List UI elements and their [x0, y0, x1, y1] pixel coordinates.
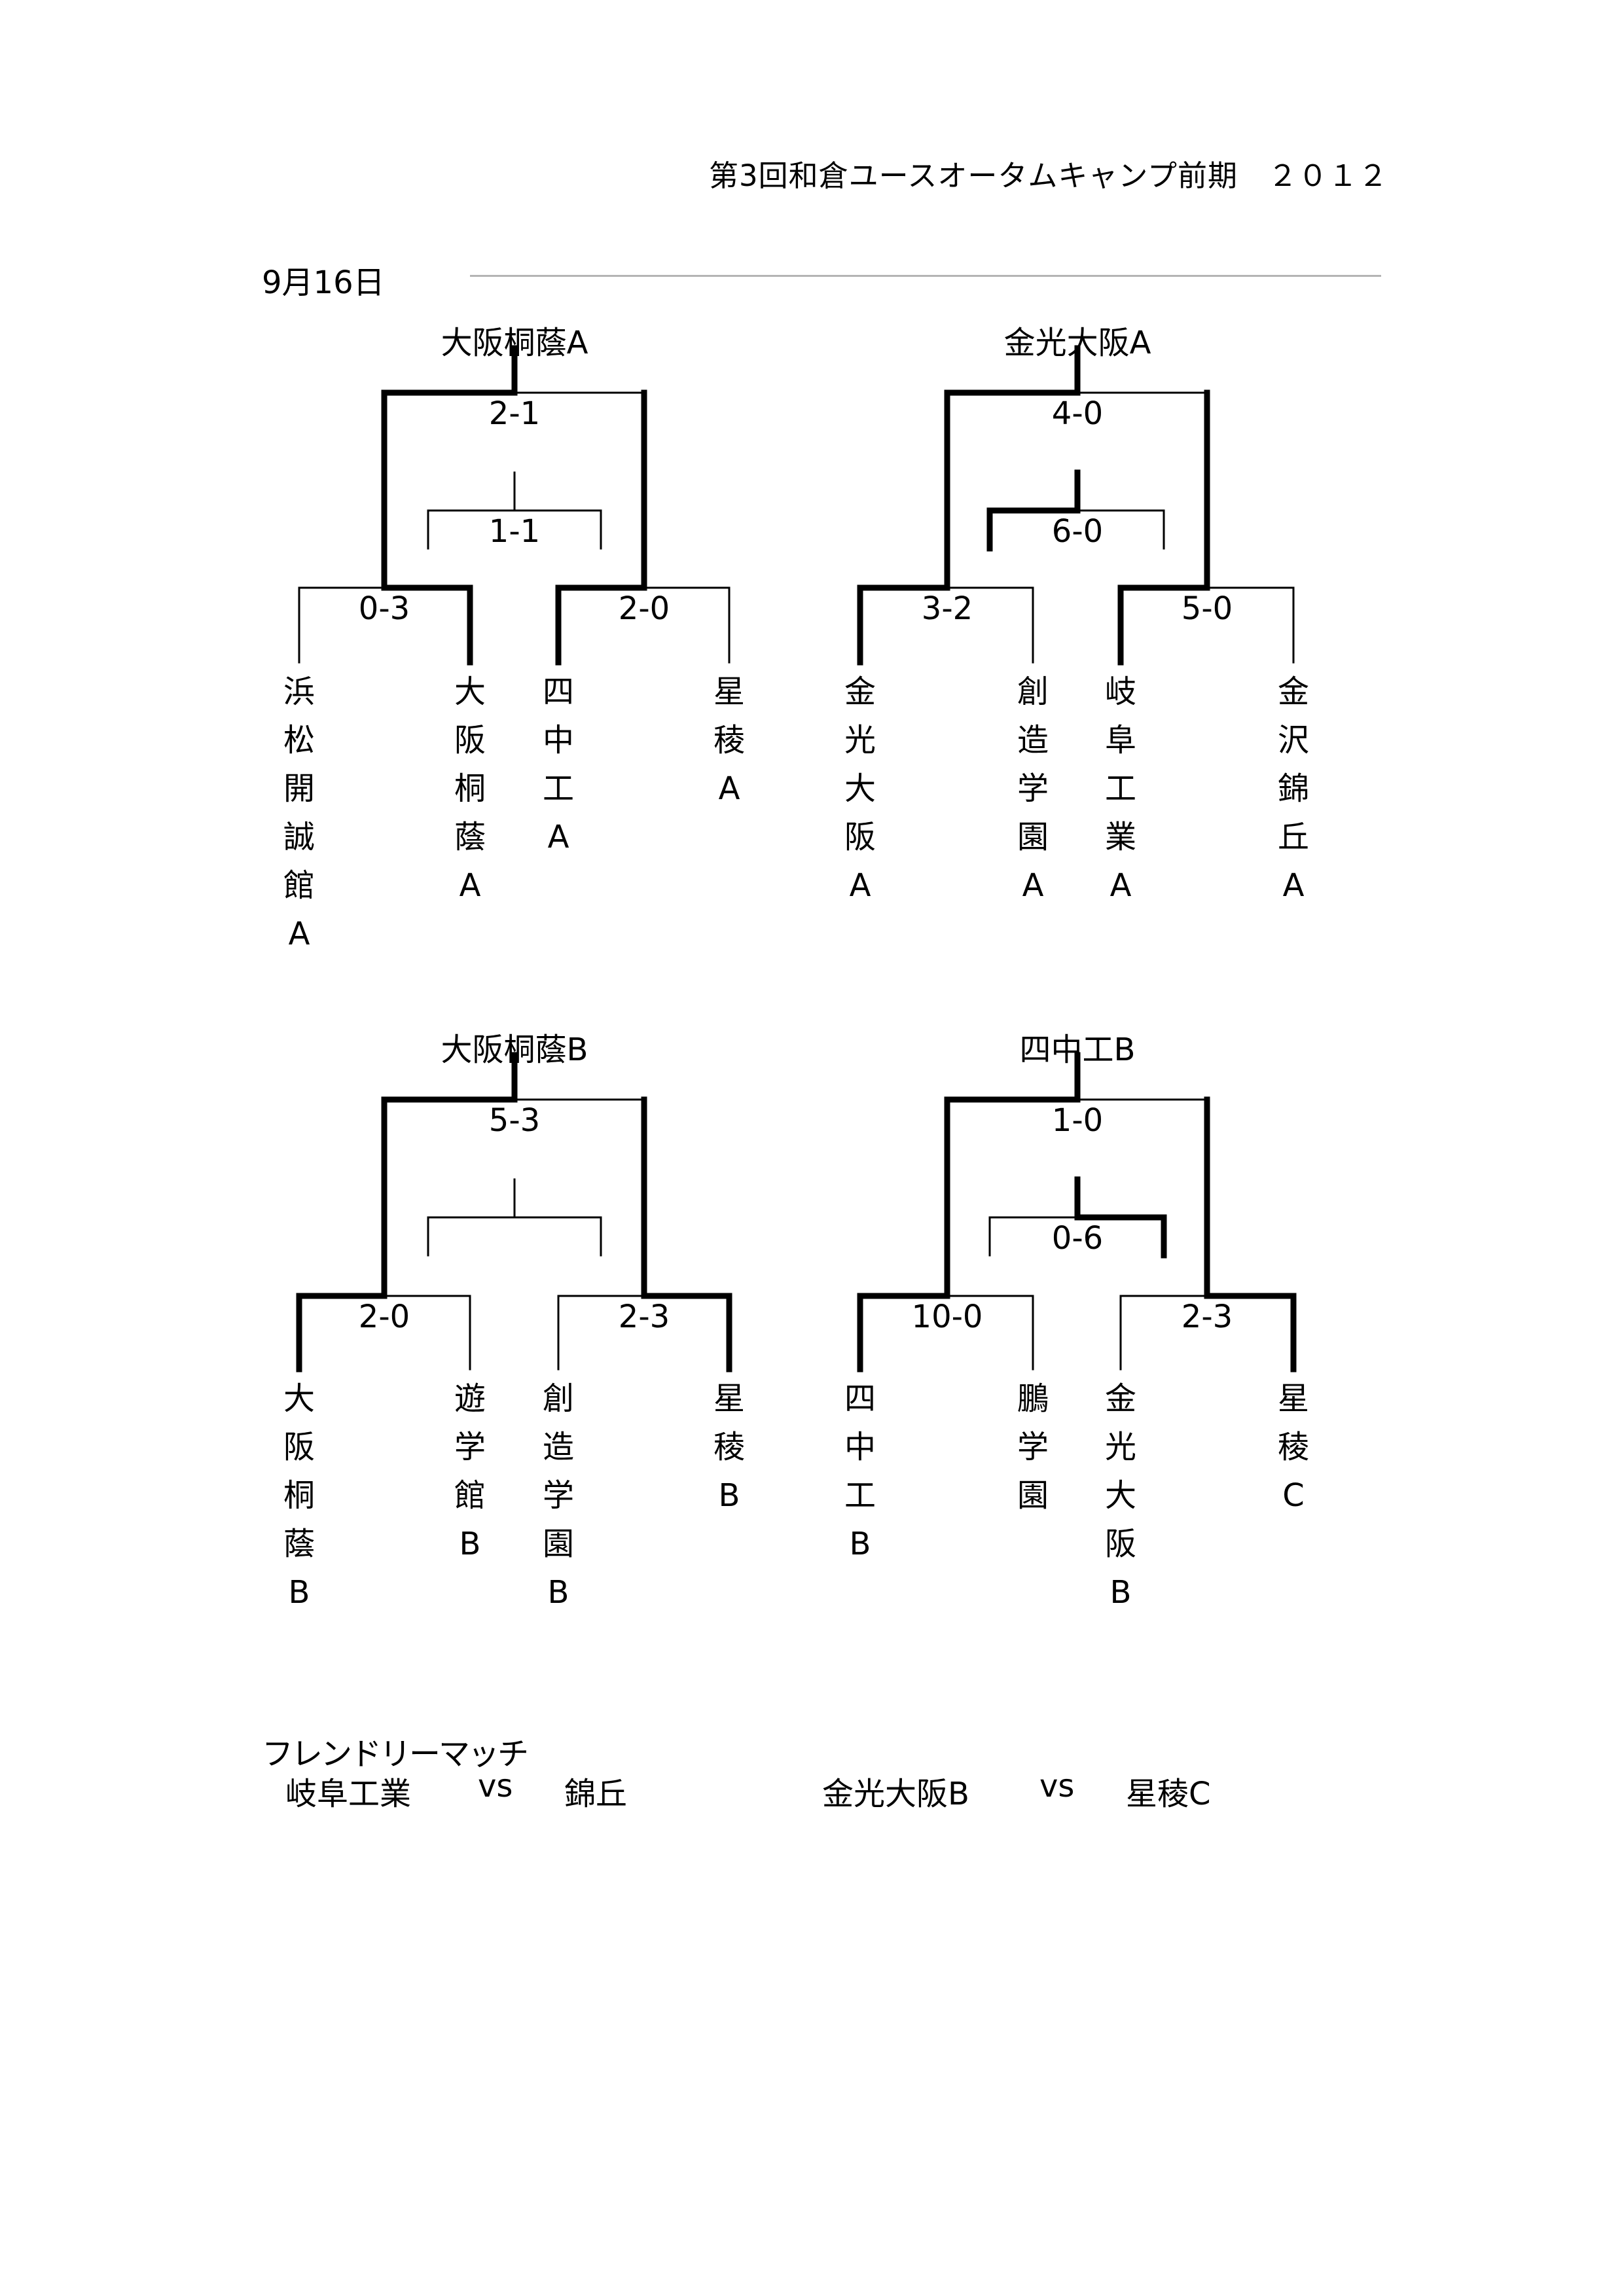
friendly-match-2-home: 金光大阪B — [822, 1776, 969, 1812]
bracket-1-team-3: 四 中 工 A — [542, 673, 574, 855]
bracket-3-semi-2-score: 2-3 — [618, 1299, 670, 1335]
bracket-3-team-1: 大 阪 桐 蔭 B — [283, 1380, 315, 1611]
bracket-4-lines — [857, 1052, 1297, 1372]
bracket-4-team-1: 四 中 工 B — [844, 1380, 876, 1562]
bracket-4-semi-2-score: 2-3 — [1181, 1299, 1233, 1335]
bracket-2-third-place-score: 6-0 — [1051, 513, 1104, 550]
bracket-4-team-4: 星 稜 C — [1277, 1380, 1309, 1514]
bracket-3-team-3: 創 造 学 園 B — [542, 1380, 574, 1611]
bracket-2-team-2: 創 造 学 園 A — [1017, 673, 1049, 904]
bracket-2-champion: 金光大阪A — [1003, 325, 1151, 361]
header-title: 第3回和倉ユースオータムキャンプ前期 ２０１２ — [708, 158, 1388, 193]
bracket-1-lines — [298, 345, 731, 666]
friendly-match-1-vs: vs — [478, 1768, 513, 1804]
bracket-1-final-score: 2-1 — [488, 395, 541, 432]
bracket-2-semi-1-score: 3-2 — [921, 590, 973, 627]
friendly-match-2-vs: vs — [1039, 1768, 1075, 1804]
bracket-3-champion: 大阪桐蔭B — [441, 1031, 588, 1068]
bracket-4-champion: 四中工B — [1019, 1031, 1136, 1068]
bracket-1-team-4: 星 稜 A — [713, 673, 745, 807]
bracket-2-team-3: 岐 阜 工 業 A — [1104, 673, 1136, 904]
friendly-match-title: フレンドリーマッチ — [262, 1736, 529, 1772]
bracket-1-champion: 大阪桐蔭A — [441, 325, 588, 361]
bracket-2-semi-2-score: 5-0 — [1181, 590, 1233, 627]
bracket-1-team-2: 大 阪 桐 蔭 A — [454, 673, 486, 904]
bracket-4-third-place-score: 0-6 — [1051, 1220, 1104, 1257]
date-label: 9月16日 — [262, 264, 385, 301]
bracket-2-final-score: 4-0 — [1051, 395, 1104, 432]
bracket-1-semi-1-score: 0-3 — [358, 590, 410, 627]
bracket-3-team-2: 遊 学 館 B — [454, 1380, 486, 1562]
bracket-2-team-4: 金 沢 錦 丘 A — [1277, 673, 1309, 904]
bracket-4-final-score: 1-0 — [1051, 1102, 1104, 1139]
bracket-1-team-1: 浜 松 開 誠 館 A — [283, 673, 315, 952]
bracket-4-semi-1-score: 10-0 — [911, 1299, 983, 1335]
friendly-match-2-away: 星稜C — [1126, 1776, 1211, 1812]
bracket-3-lines — [296, 1052, 732, 1372]
bracket-1-semi-2-score: 2-0 — [618, 590, 670, 627]
bracket-3-semi-1-score: 2-0 — [358, 1299, 410, 1335]
bracket-3-final-score: 5-3 — [488, 1102, 541, 1139]
bracket-2-lines — [857, 345, 1295, 666]
friendly-match-1-home: 岐阜工業 — [285, 1776, 412, 1812]
bracket-1-third-place-score: 1-1 — [488, 513, 541, 550]
bracket-4-team-2: 鵬 学 園 — [1017, 1380, 1049, 1514]
friendly-match-1-away: 錦丘 — [564, 1776, 628, 1812]
date-divider — [470, 275, 1381, 277]
bracket-4-team-3: 金 光 大 阪 B — [1104, 1380, 1136, 1611]
bracket-2-team-1: 金 光 大 阪 A — [844, 673, 876, 904]
bracket-3-team-4: 星 稜 B — [713, 1380, 745, 1514]
